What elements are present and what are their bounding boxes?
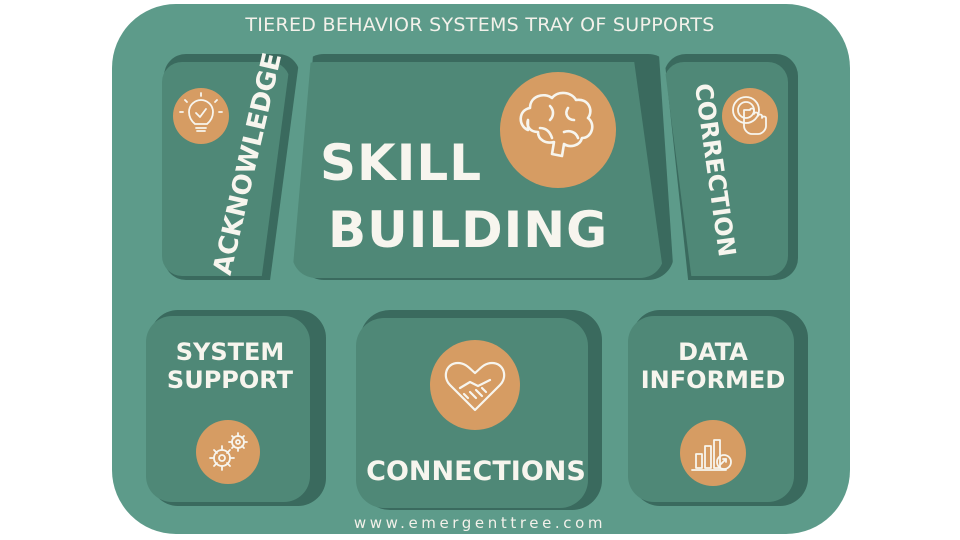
bar-chart-icon	[680, 420, 746, 486]
label-building: BUILDING	[328, 201, 609, 259]
label-system: SYSTEM	[175, 338, 285, 366]
footer-url: www.emergenttree.com	[353, 514, 607, 532]
handshake-heart-icon	[430, 340, 520, 430]
label-data: DATA	[678, 338, 748, 366]
gears-icon	[196, 420, 260, 484]
label-support: SUPPORT	[166, 366, 294, 394]
label-skill: SKILL	[320, 134, 483, 192]
lightbulb-check-icon	[173, 88, 229, 144]
label-connections: CONNECTIONS	[366, 456, 586, 487]
page-title: TIERED BEHAVIOR SYSTEMS TRAY OF SUPPORTS	[245, 14, 715, 36]
label-informed: INFORMED	[640, 366, 786, 394]
brain-icon	[500, 72, 616, 188]
hand-pointer-icon	[722, 88, 778, 144]
